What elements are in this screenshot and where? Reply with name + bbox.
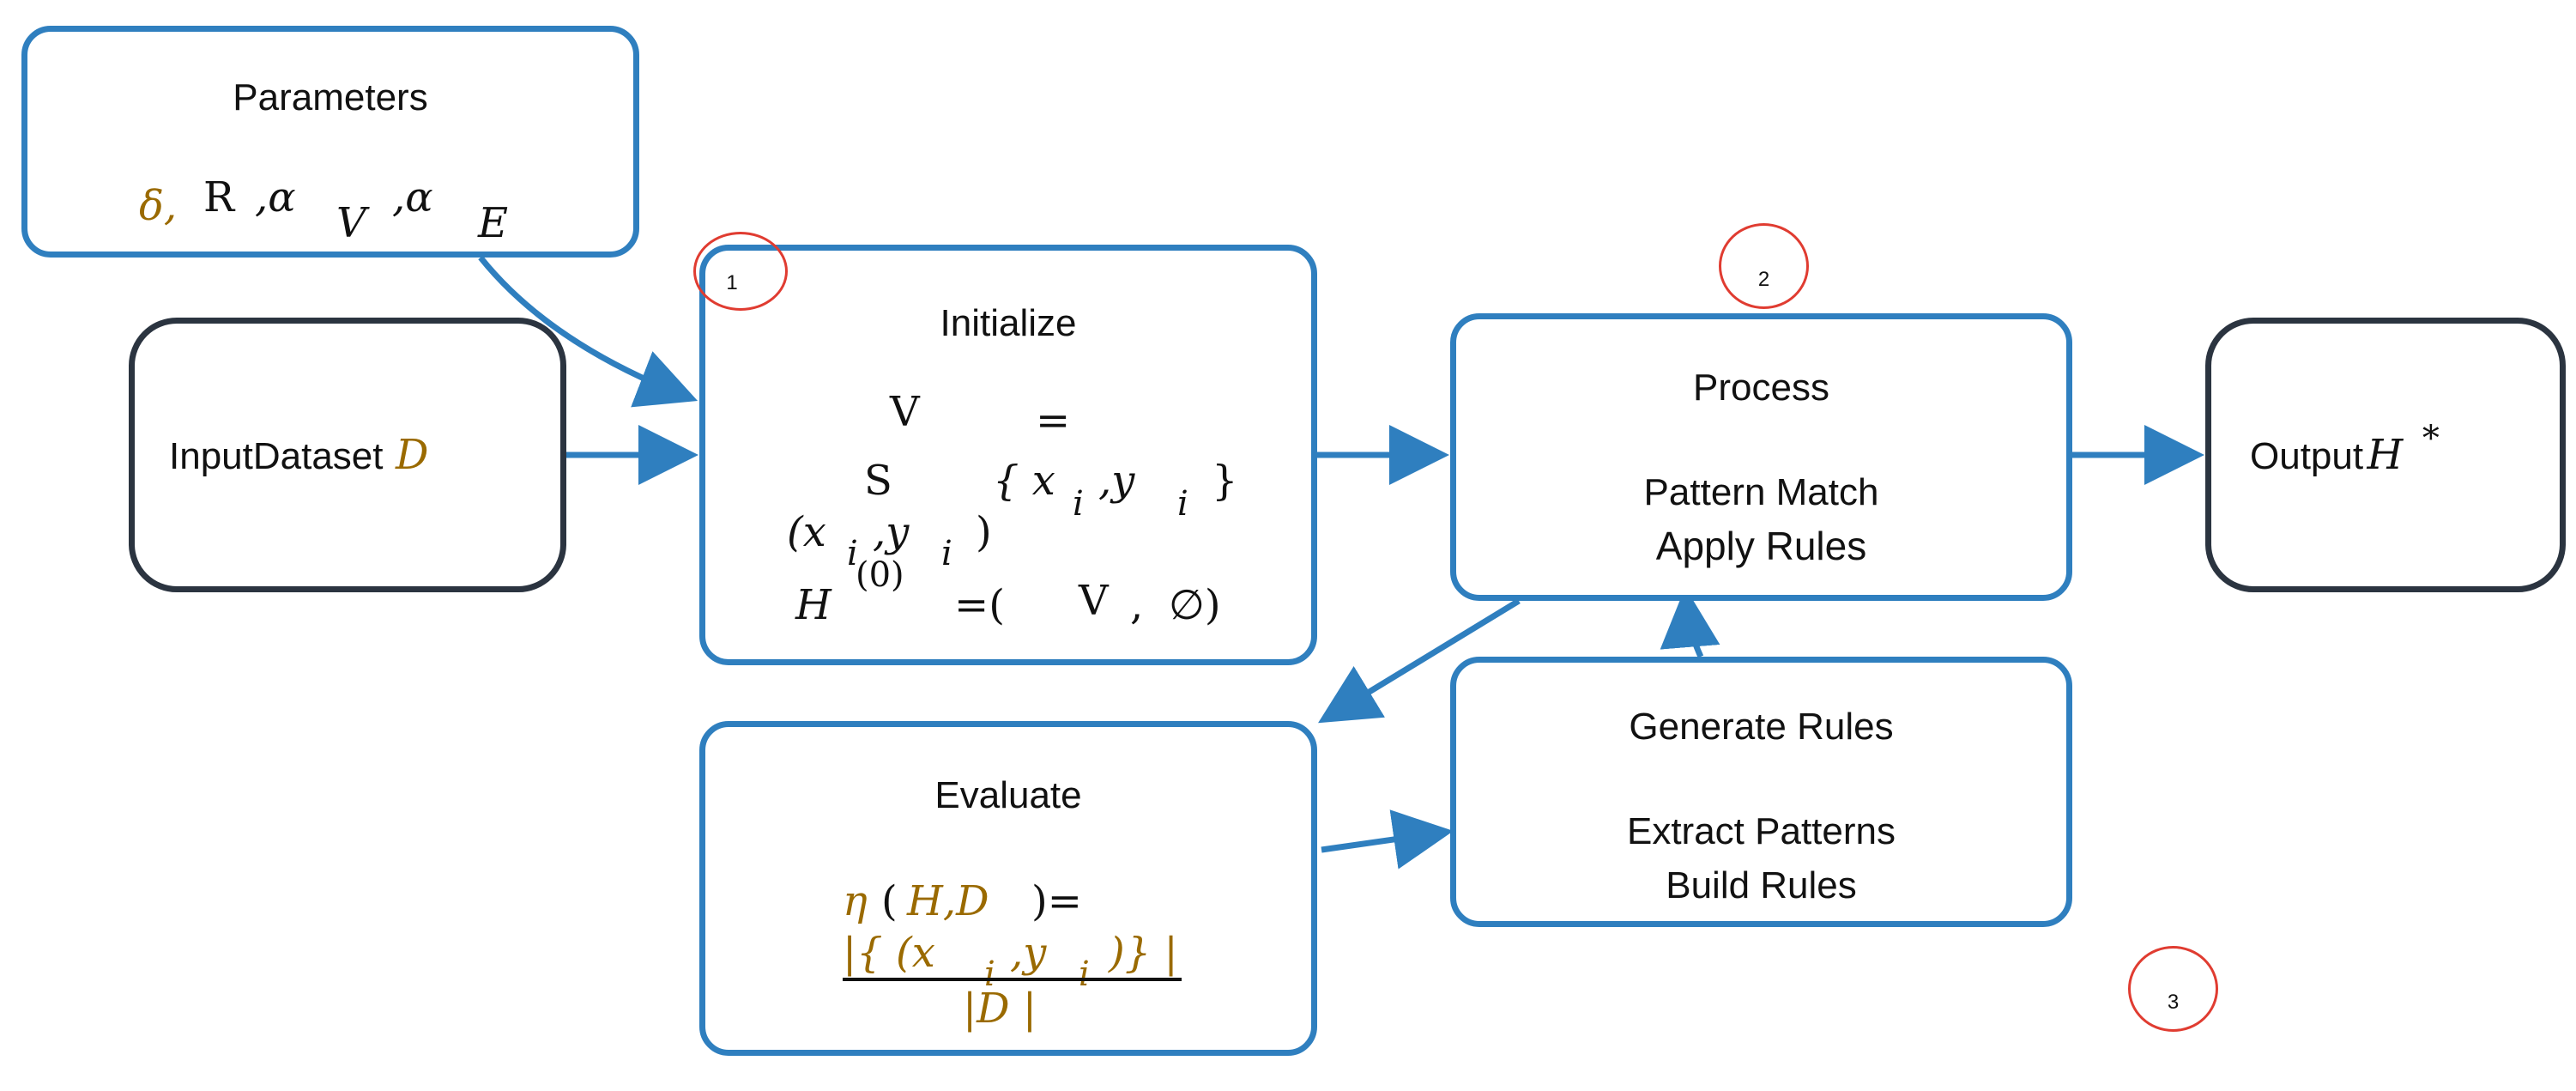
init-set-y: ,y	[1098, 457, 1135, 505]
eval-fraction-bar	[843, 978, 1182, 981]
init-h-v: V	[1079, 577, 1109, 625]
eval-num-i1: i	[984, 955, 995, 994]
process-line1: Pattern Match	[1643, 471, 1879, 513]
init-set-i1: i	[1073, 484, 1084, 524]
step-marker-2-label: 2	[1757, 268, 1770, 291]
input-dataset-symbol: D	[395, 431, 429, 479]
eval-num-y: ,y	[1010, 929, 1047, 977]
eval-num-i2: i	[1079, 955, 1090, 994]
arrow-evaluate-to-generate	[1321, 809, 1454, 870]
init-h-comma: ,	[1130, 581, 1144, 629]
parameters-title: Parameters	[233, 76, 428, 118]
generate-title: Generate Rules	[1629, 706, 1894, 748]
init-eq: =	[1036, 397, 1071, 445]
input-dataset-label: InputDataset	[169, 435, 384, 477]
step-marker-3-label: 3	[2167, 991, 2180, 1014]
eval-hd: H,D	[907, 877, 989, 925]
step-marker-3: 3	[2128, 946, 2218, 1032]
param-delta: δ,	[139, 182, 178, 230]
process-line2: Apply Rules	[1655, 524, 1867, 568]
evaluate-title: Evaluate	[934, 774, 1082, 816]
step-marker-1: 1	[693, 232, 788, 311]
eval-close-eq: )=	[1031, 877, 1082, 925]
init-set-close: }	[1212, 457, 1238, 505]
arrow-process-to-evaluate	[1318, 598, 1521, 724]
param-v-sub: V	[336, 199, 366, 247]
step-marker-2: 2	[1719, 223, 1809, 309]
input-dataset-terminal: InputDataset D	[129, 318, 566, 592]
init-v: V	[890, 388, 920, 436]
init-h-sup: (0)	[856, 555, 904, 595]
init-pair-x: (x	[787, 508, 826, 556]
arrow-parameters-to-initialize	[478, 255, 698, 408]
eval-eta: η	[843, 877, 868, 925]
init-pair-close: )	[976, 508, 992, 556]
param-alpha-e: ,α	[392, 173, 433, 221]
init-set-x: { x	[993, 457, 1055, 505]
process-box: Process Pattern Match Apply Rules	[1450, 313, 2072, 601]
generate-line1: Extract Patterns	[1626, 810, 1896, 852]
output-terminal: Output H *	[2205, 318, 2566, 592]
input-dataset-label-row: InputDataset D	[169, 431, 428, 479]
init-set-i2: i	[1177, 484, 1188, 524]
evaluate-box: Evaluate η ( H,D )= |{ (x i ,y i )} | |D…	[699, 721, 1317, 1056]
init-h: H	[795, 581, 831, 629]
init-pair-i2: i	[941, 534, 952, 573]
eval-num-close: )} |	[1109, 929, 1178, 977]
eval-paren: (	[881, 877, 898, 925]
init-pair-i1: i	[847, 534, 858, 573]
param-alpha-v: ,α	[255, 173, 296, 221]
output-sup: *	[2422, 419, 2440, 458]
generate-rules-box: Generate Rules Extract Patterns Build Ru…	[1450, 657, 2072, 927]
arrow-generate-to-process	[1660, 587, 1720, 658]
init-s: S	[864, 457, 892, 505]
eval-denominator: |D |	[963, 985, 1037, 1033]
init-h-eq: =(	[954, 581, 1005, 629]
initialize-box: Initialize V = S { x i ,y i } (x i ,y i …	[699, 245, 1317, 665]
generate-line2: Build Rules	[1666, 864, 1857, 906]
output-label: Output	[2250, 435, 2364, 477]
process-title: Process	[1693, 367, 1829, 409]
init-h-empty: ∅)	[1169, 581, 1221, 629]
initialize-title: Initialize	[940, 302, 1077, 344]
param-e-sub: E	[478, 199, 509, 247]
step-marker-1-label: 1	[726, 271, 738, 294]
init-pair-y: ,y	[873, 508, 910, 556]
output-label-row: Output H *	[2250, 419, 2440, 479]
eval-numerator: |{ (x	[843, 929, 935, 977]
output-symbol: H	[2367, 431, 2404, 479]
parameters-box: Parameters δ, R ,α V ,α E	[21, 26, 639, 258]
param-r: R	[203, 173, 235, 221]
